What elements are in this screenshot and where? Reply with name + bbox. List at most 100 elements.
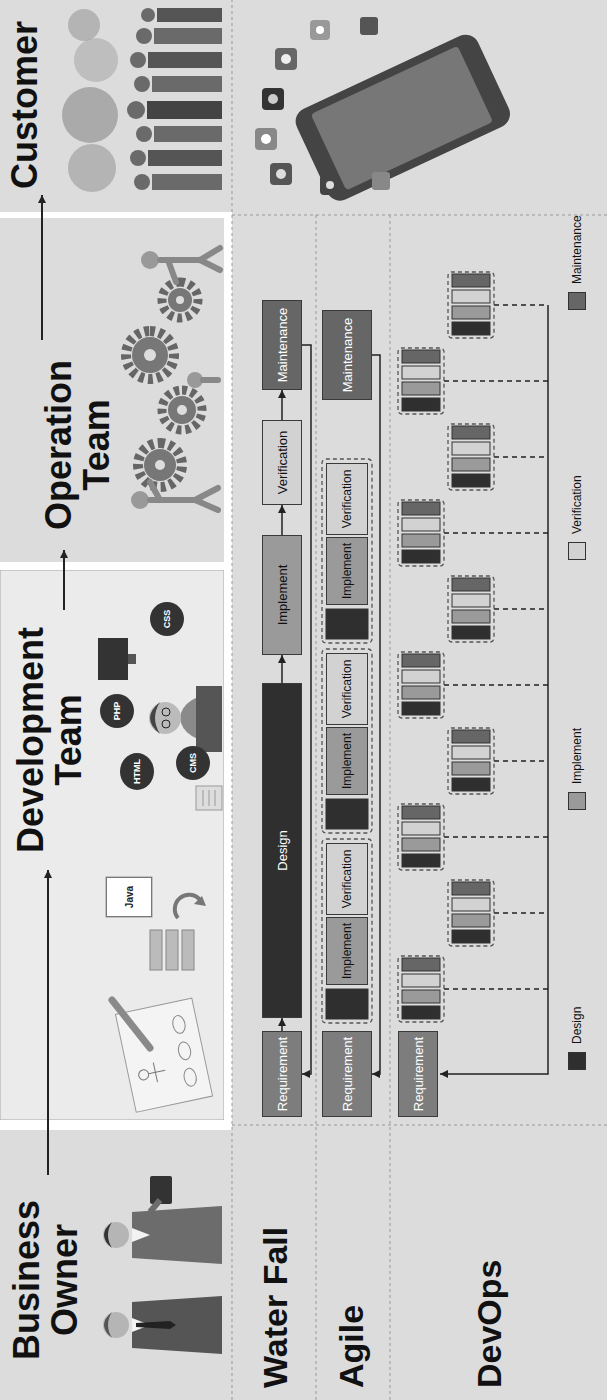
tech-badge: HTML <box>120 753 154 790</box>
phase-box: Verification <box>262 420 302 505</box>
node-text: Design <box>275 830 290 870</box>
node-text: Business Owner <box>6 1200 85 1360</box>
devops-iterations <box>494 912 548 914</box>
node-text: Maintenance <box>340 318 355 392</box>
business-people <box>150 1200 160 1212</box>
devops-iterations <box>398 652 444 718</box>
gear-figures <box>126 331 174 379</box>
customer-crowd <box>154 126 222 142</box>
devops-iterations <box>448 880 494 946</box>
business-people <box>132 1228 150 1242</box>
gear-figures <box>150 482 160 500</box>
legend-swatch <box>568 542 586 560</box>
phone-apps <box>255 17 515 205</box>
panels <box>0 570 224 1120</box>
devops-iterations <box>398 500 444 566</box>
customer-crowd <box>68 9 100 41</box>
devops-iterations <box>440 305 548 1074</box>
devops-iterations <box>494 304 548 306</box>
business-people <box>136 1321 176 1329</box>
method-label: Water Fall <box>256 1133 295 1388</box>
devops-iterations <box>444 836 548 838</box>
business-people <box>103 1176 222 1354</box>
design-scroll <box>115 998 212 1112</box>
developer-figure <box>162 708 170 716</box>
node-text: CSS <box>162 610 172 629</box>
phase-box: Implement <box>326 917 368 985</box>
customer-crowd <box>130 150 146 166</box>
node-text: Implement <box>275 565 290 626</box>
customer-crowd <box>152 76 222 92</box>
business-people <box>150 1176 172 1204</box>
flow-arrow <box>302 345 311 1074</box>
flow-arrow <box>63 550 65 610</box>
devops-iterations <box>444 684 548 686</box>
node-text: Requirement <box>275 1037 290 1111</box>
customer-crowd <box>152 174 222 190</box>
developer-figure <box>215 790 216 806</box>
developer-figure <box>150 702 160 734</box>
legend-swatch <box>568 292 586 310</box>
devops-iterations <box>398 272 548 1074</box>
flow-arrow <box>281 1018 283 1031</box>
customer-crowd <box>127 101 145 119</box>
devops-iterations <box>444 305 548 989</box>
customer-crowd <box>147 101 222 119</box>
phase-box: Maintenance <box>262 300 302 390</box>
pen <box>112 1000 150 1048</box>
file-icon: Java <box>106 877 152 917</box>
gear-figures <box>176 296 184 304</box>
phase-box: Requirement <box>322 1031 372 1117</box>
gear-figures <box>132 337 168 373</box>
flow-arrow <box>41 195 43 340</box>
node-text: Verification <box>340 470 354 529</box>
document-icons <box>194 896 206 906</box>
devops-iterations <box>448 576 494 642</box>
developer-figure <box>162 720 170 728</box>
phone-apps <box>320 175 340 195</box>
business-people <box>132 1296 222 1354</box>
panels <box>0 212 232 218</box>
design-scroll <box>138 1069 150 1081</box>
devops-iterations <box>448 728 494 794</box>
gear-figures <box>144 449 176 481</box>
legend-text: Maintenance <box>570 215 584 284</box>
node-text: Agile <box>332 1305 370 1388</box>
phone-apps <box>310 20 330 40</box>
developer-figure <box>98 638 222 810</box>
method-label: Agile <box>332 1133 371 1388</box>
gear-figures <box>200 248 220 260</box>
agile-iterations <box>322 459 372 643</box>
phone-apps <box>275 48 297 70</box>
phone-apps <box>291 30 515 205</box>
devops-iterations <box>494 608 548 610</box>
phone-apps <box>372 172 390 190</box>
phase-box: Implement <box>262 535 302 655</box>
developer-figure <box>98 638 128 680</box>
panels <box>232 0 233 1400</box>
phone-apps <box>316 26 324 34</box>
phone-apps <box>276 169 286 179</box>
node-text: CMS <box>188 753 198 773</box>
node-text: Water Fall <box>256 1227 294 1388</box>
flow-arrow <box>47 870 49 1175</box>
phase-box: Implement <box>326 727 368 795</box>
document-icons <box>175 895 200 918</box>
customer-crowd <box>141 8 155 22</box>
developer-figure <box>196 686 222 752</box>
gear-figures <box>141 251 159 269</box>
actor-heading: Business Owner <box>8 1175 84 1385</box>
node-text: DevOps <box>470 1260 508 1389</box>
node-text: Customer <box>4 21 45 189</box>
design-scroll <box>153 1063 157 1083</box>
gear-figures <box>131 491 149 509</box>
phone-apps <box>262 88 284 110</box>
node-text: Maintenance <box>275 308 290 382</box>
agile-iterations <box>322 459 372 1023</box>
gear-figures <box>138 443 182 487</box>
design-scroll <box>177 1041 192 1061</box>
tech-badge: PHP <box>100 694 134 728</box>
